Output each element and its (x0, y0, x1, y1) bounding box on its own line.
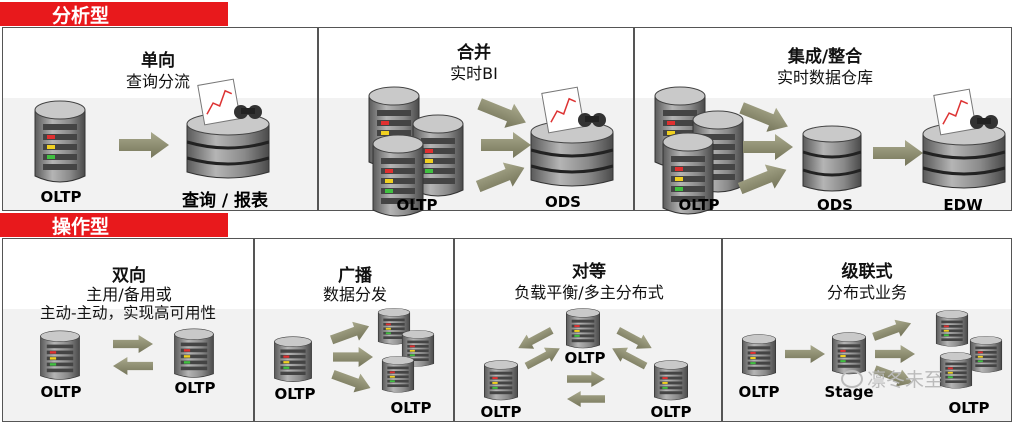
arrow-right-icon (119, 132, 169, 162)
oltp-database-icon (741, 333, 777, 383)
stage-label: Stage (824, 383, 874, 401)
oltp-label: OLTP (678, 196, 720, 214)
panel-integration: 集成/整合 实时数据仓库 OLTP ODS EDW (634, 27, 1012, 215)
oltp-database-icon (653, 359, 689, 407)
oltp-database-icon (273, 335, 313, 389)
wechat-icon (841, 369, 863, 388)
oltp-database-icon (969, 335, 1003, 379)
query-report-label: 查询 / 报表 (181, 191, 269, 211)
oltp-database-icon (483, 359, 519, 407)
section-label-analytical: 分析型 (0, 2, 228, 27)
panel-title: 级联式 (841, 262, 893, 282)
ods-label: ODS (544, 193, 581, 211)
watermark: 凛冬未至 (841, 365, 943, 392)
oltp-database-icon (935, 309, 969, 353)
ods-database-icon (527, 84, 617, 198)
oltp-label: OLTP (40, 188, 82, 206)
oltp-label: OLTP (40, 383, 82, 401)
oltp-label: OLTP (564, 349, 606, 367)
panel-broadcast: 广播 数据分发 OLTP OLTP (254, 238, 454, 422)
oltp-label: OLTP (390, 399, 432, 417)
arrow-left-icon (113, 357, 153, 379)
panel-merge: 合并 实时BI OLTP ODS (318, 27, 634, 217)
panel-title: 广播 (338, 266, 372, 286)
oltp-label: OLTP (274, 385, 316, 403)
oltp-label: OLTP (396, 196, 438, 214)
oltp-label: OLTP (948, 399, 990, 417)
arrow-right-icon (873, 140, 923, 170)
watermark-text: 凛冬未至 (867, 369, 944, 391)
panel-subtitle: 分布式业务 (826, 283, 907, 302)
arrow-right-icon (785, 345, 825, 367)
oltp-database-icon (381, 355, 415, 399)
oltp-database-icon (939, 351, 973, 395)
panel-title: 双向 (112, 266, 146, 286)
arrow-left-icon (567, 391, 605, 411)
arrow-right-icon (743, 134, 793, 164)
panel-bidirectional: 双向 主用/备用或 主动-主动，实现高可用性 OLTP OLTP (2, 238, 254, 422)
panel-one-way: 单向 查询分流 OLTP 查询 / 报表 (2, 27, 318, 211)
panel-subtitle: 数据分发 (322, 285, 387, 304)
panel-title: 单向 (141, 51, 175, 71)
oltp-label: OLTP (480, 403, 522, 421)
panel-subtitle: 查询分流 (125, 72, 190, 91)
arrow-right-icon (113, 335, 153, 357)
oltp-label: OLTP (650, 403, 692, 421)
panel-title: 合并 (457, 43, 491, 63)
panel-subtitle: 负载平衡/多主分布式 (514, 283, 664, 302)
report-database-icon (183, 76, 273, 190)
oltp-database-icon (39, 329, 81, 387)
arrow-right-icon (481, 132, 531, 162)
oltp-database-icon (33, 98, 87, 192)
ods-label: ODS (816, 196, 853, 214)
panel-peer-to-peer: 对等 负载平衡/多主分布式 OLTP OLTP OLTP (454, 238, 722, 422)
ods-database-icon (801, 124, 863, 200)
panel-subtitle: 主用/备用或 (86, 285, 172, 304)
edw-label: EDW (943, 196, 983, 214)
edw-database-icon (919, 86, 1009, 200)
panel-title: 对等 (572, 262, 606, 282)
panel-title: 集成/整合 (787, 47, 863, 67)
section-label-operational: 操作型 (0, 213, 228, 238)
oltp-label: OLTP (174, 379, 216, 397)
panel-subtitle: 实时数据仓库 (776, 68, 873, 87)
panel-subtitle: 主动-主动，实现高可用性 (39, 304, 217, 322)
panel-cascading: 级联式 分布式业务 OLTP Stage OLTP 凛冬未至 (722, 238, 1012, 422)
oltp-label: OLTP (738, 383, 780, 401)
oltp-database-icon (565, 307, 601, 355)
oltp-database-icon (173, 327, 215, 385)
panel-subtitle: 实时BI (450, 64, 498, 83)
arrow-right-icon (567, 371, 605, 391)
